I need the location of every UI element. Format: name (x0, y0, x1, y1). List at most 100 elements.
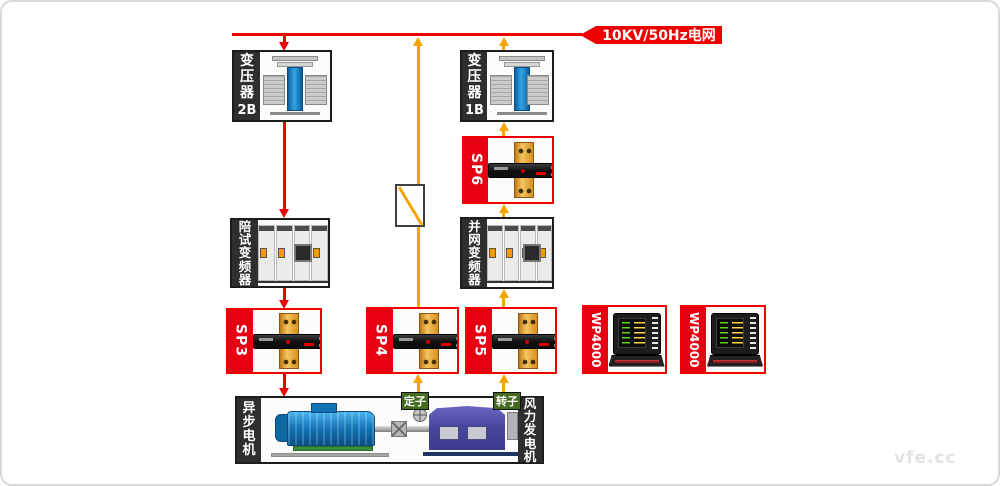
cabinet (503, 225, 519, 281)
transformer-illustration (487, 56, 552, 116)
connector-pin (456, 343, 457, 347)
cabinet (487, 225, 503, 281)
wp4000-left-image (608, 307, 665, 372)
transformer-cap (499, 56, 545, 61)
model-tag (539, 342, 549, 346)
stator-arrow-up-sp4-icon (413, 374, 423, 383)
sp3-title: SP3 (228, 310, 253, 372)
grid-converter-node: 并网变频器 (460, 217, 554, 289)
wp4000-left-title: WP4000 (584, 307, 608, 372)
indicator-dot (521, 169, 525, 173)
shaft-coupling (391, 421, 407, 437)
rotor-label: 转子 (493, 392, 521, 410)
wp4000-right-title: WP4000 (682, 307, 706, 372)
feed-arrow-down-4-icon (279, 388, 289, 397)
sp4-title: SP4 (368, 309, 393, 372)
power-analyzer-illustration (608, 312, 665, 367)
motor-generator-node: 异步电机 风力发电机 (235, 396, 544, 464)
grid-arrow-left-icon (580, 26, 596, 44)
sp5-image (492, 309, 555, 372)
transformer-2b-node: 变压器 2B (232, 50, 332, 122)
transformer-radiator-right (527, 75, 549, 105)
cabinet (258, 225, 275, 281)
rotor-line-seg3 (502, 213, 505, 217)
watermark: vfe.cc (894, 448, 957, 468)
transformer-cap2 (277, 62, 313, 67)
grid-converter-title: 并网变频器 (462, 219, 487, 287)
brand-mark (494, 167, 508, 170)
motor-generator-illustration (261, 398, 518, 462)
sp4-label: SP4 (372, 323, 389, 358)
generator-hatch (467, 426, 487, 440)
analyzer-stripe (614, 359, 659, 363)
disconnect-switch (395, 184, 425, 227)
generator-end-box (507, 412, 518, 440)
analyzer-screen (617, 317, 646, 348)
sp5-node: SP5 (465, 307, 557, 374)
brand-mark (399, 337, 413, 341)
feed-arrow-down-3-icon (279, 300, 289, 309)
transformer-cap (272, 56, 318, 61)
accompany-converter-image (258, 220, 328, 286)
transducer-body (488, 163, 552, 178)
generator-base (423, 452, 518, 456)
indicator-dot (426, 339, 430, 344)
transducer-body (492, 333, 555, 349)
wind-generator-label: 风力发电机 (523, 395, 537, 464)
transformer-1b-name: 变压器 (467, 53, 482, 101)
rotor-line-seg2 (502, 131, 505, 136)
transformer-1b-title: 变压器 1B (462, 52, 487, 120)
feed-line-seg1 (283, 36, 286, 43)
indicator-dot (286, 340, 290, 344)
transformer-2b-title: 变压器 2B (234, 52, 260, 120)
analyzer-buttons (750, 316, 756, 351)
async-motor-label: 异步电机 (242, 401, 256, 458)
sp5-title: SP5 (467, 309, 492, 372)
connector-pin (319, 344, 320, 347)
rotor-arrow-up-sp6-icon (499, 204, 509, 213)
sp6-image (488, 138, 552, 202)
grid-bus-line (232, 33, 582, 36)
cabinet (311, 225, 328, 281)
wp4000-right-label: WP4000 (687, 311, 701, 368)
transformer-2b-suffix: 2B (237, 102, 257, 118)
model-tag (304, 343, 314, 346)
connector-pin (554, 343, 555, 347)
sp3-image (253, 310, 320, 372)
wp4000-right-image (706, 307, 764, 372)
generator-hatch (439, 426, 459, 440)
rotor-line-seg1 (502, 46, 505, 50)
transformer-radiator-right (305, 75, 327, 105)
wind-generator-title: 风力发电机 (518, 395, 542, 464)
grid-converter-label: 并网变频器 (468, 218, 481, 287)
cabinet (275, 225, 293, 281)
power-analyzer-illustration (707, 312, 763, 367)
wp4000-right-node: WP4000 (680, 305, 766, 374)
transformer-core (287, 67, 303, 111)
feed-line-seg4 (283, 374, 286, 389)
sp6-node: SP6 (462, 136, 554, 204)
analyzer-buttons (651, 316, 658, 351)
transformer-base (270, 112, 320, 115)
transformer-base (497, 112, 547, 115)
model-tag (441, 342, 451, 346)
cabinet-screen (523, 244, 541, 262)
feed-line-seg2 (283, 122, 286, 210)
sp6-title: SP6 (464, 138, 488, 202)
rotor-line-seg5 (502, 383, 505, 393)
transformer-cap2 (504, 62, 540, 67)
connector-pin (319, 337, 320, 340)
transformer-2b-name: 变压器 (240, 53, 254, 101)
accompany-converter-label: 陪试变频器 (238, 218, 252, 287)
sp6-label: SP6 (468, 153, 484, 187)
switch-blade (397, 186, 424, 226)
sp4-node: SP4 (366, 307, 459, 374)
stator-line-seg3 (417, 383, 420, 393)
converter-cabinets-illustration (258, 225, 328, 283)
grid-converter-image (487, 219, 552, 287)
rotor-arrow-up-t1b-icon (499, 122, 509, 131)
cabinet-screen (294, 244, 312, 262)
feed-line-seg3 (283, 288, 286, 301)
model-tag (536, 172, 546, 175)
